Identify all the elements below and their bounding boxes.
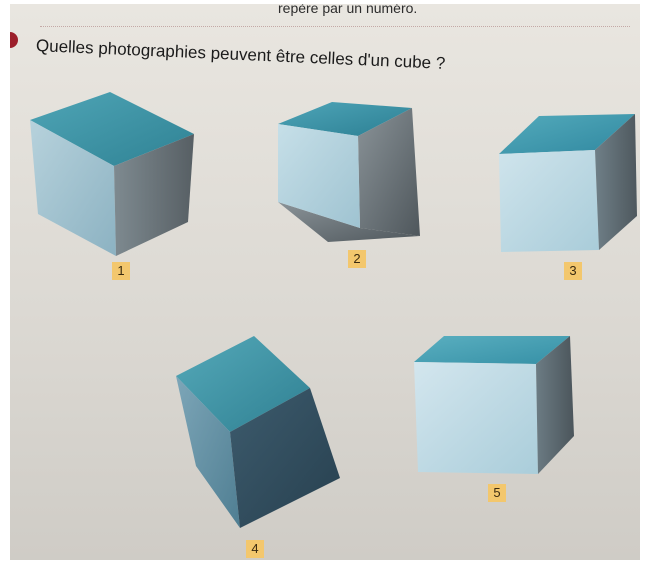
cube-photo-2 xyxy=(278,102,420,242)
cube-photo-4 xyxy=(176,336,340,528)
cube-photo-1 xyxy=(30,92,194,256)
cube-label-4: 4 xyxy=(246,540,264,558)
cube-label-1: 1 xyxy=(112,262,130,280)
cube-label-5: 5 xyxy=(488,484,506,502)
question-text: Quelles photographies peuvent être celle… xyxy=(35,36,446,73)
cube-label-3: 3 xyxy=(564,262,582,280)
dotted-separator xyxy=(40,26,630,27)
cube-photo-5 xyxy=(414,336,574,474)
cube-label-2: 2 xyxy=(348,250,366,268)
exercise-bullet xyxy=(10,32,18,48)
header-text: repère par un numéro. xyxy=(278,4,418,16)
cube-photo-3 xyxy=(499,114,637,252)
textbook-page: repère par un numéro. Quelles photograph… xyxy=(10,4,640,560)
